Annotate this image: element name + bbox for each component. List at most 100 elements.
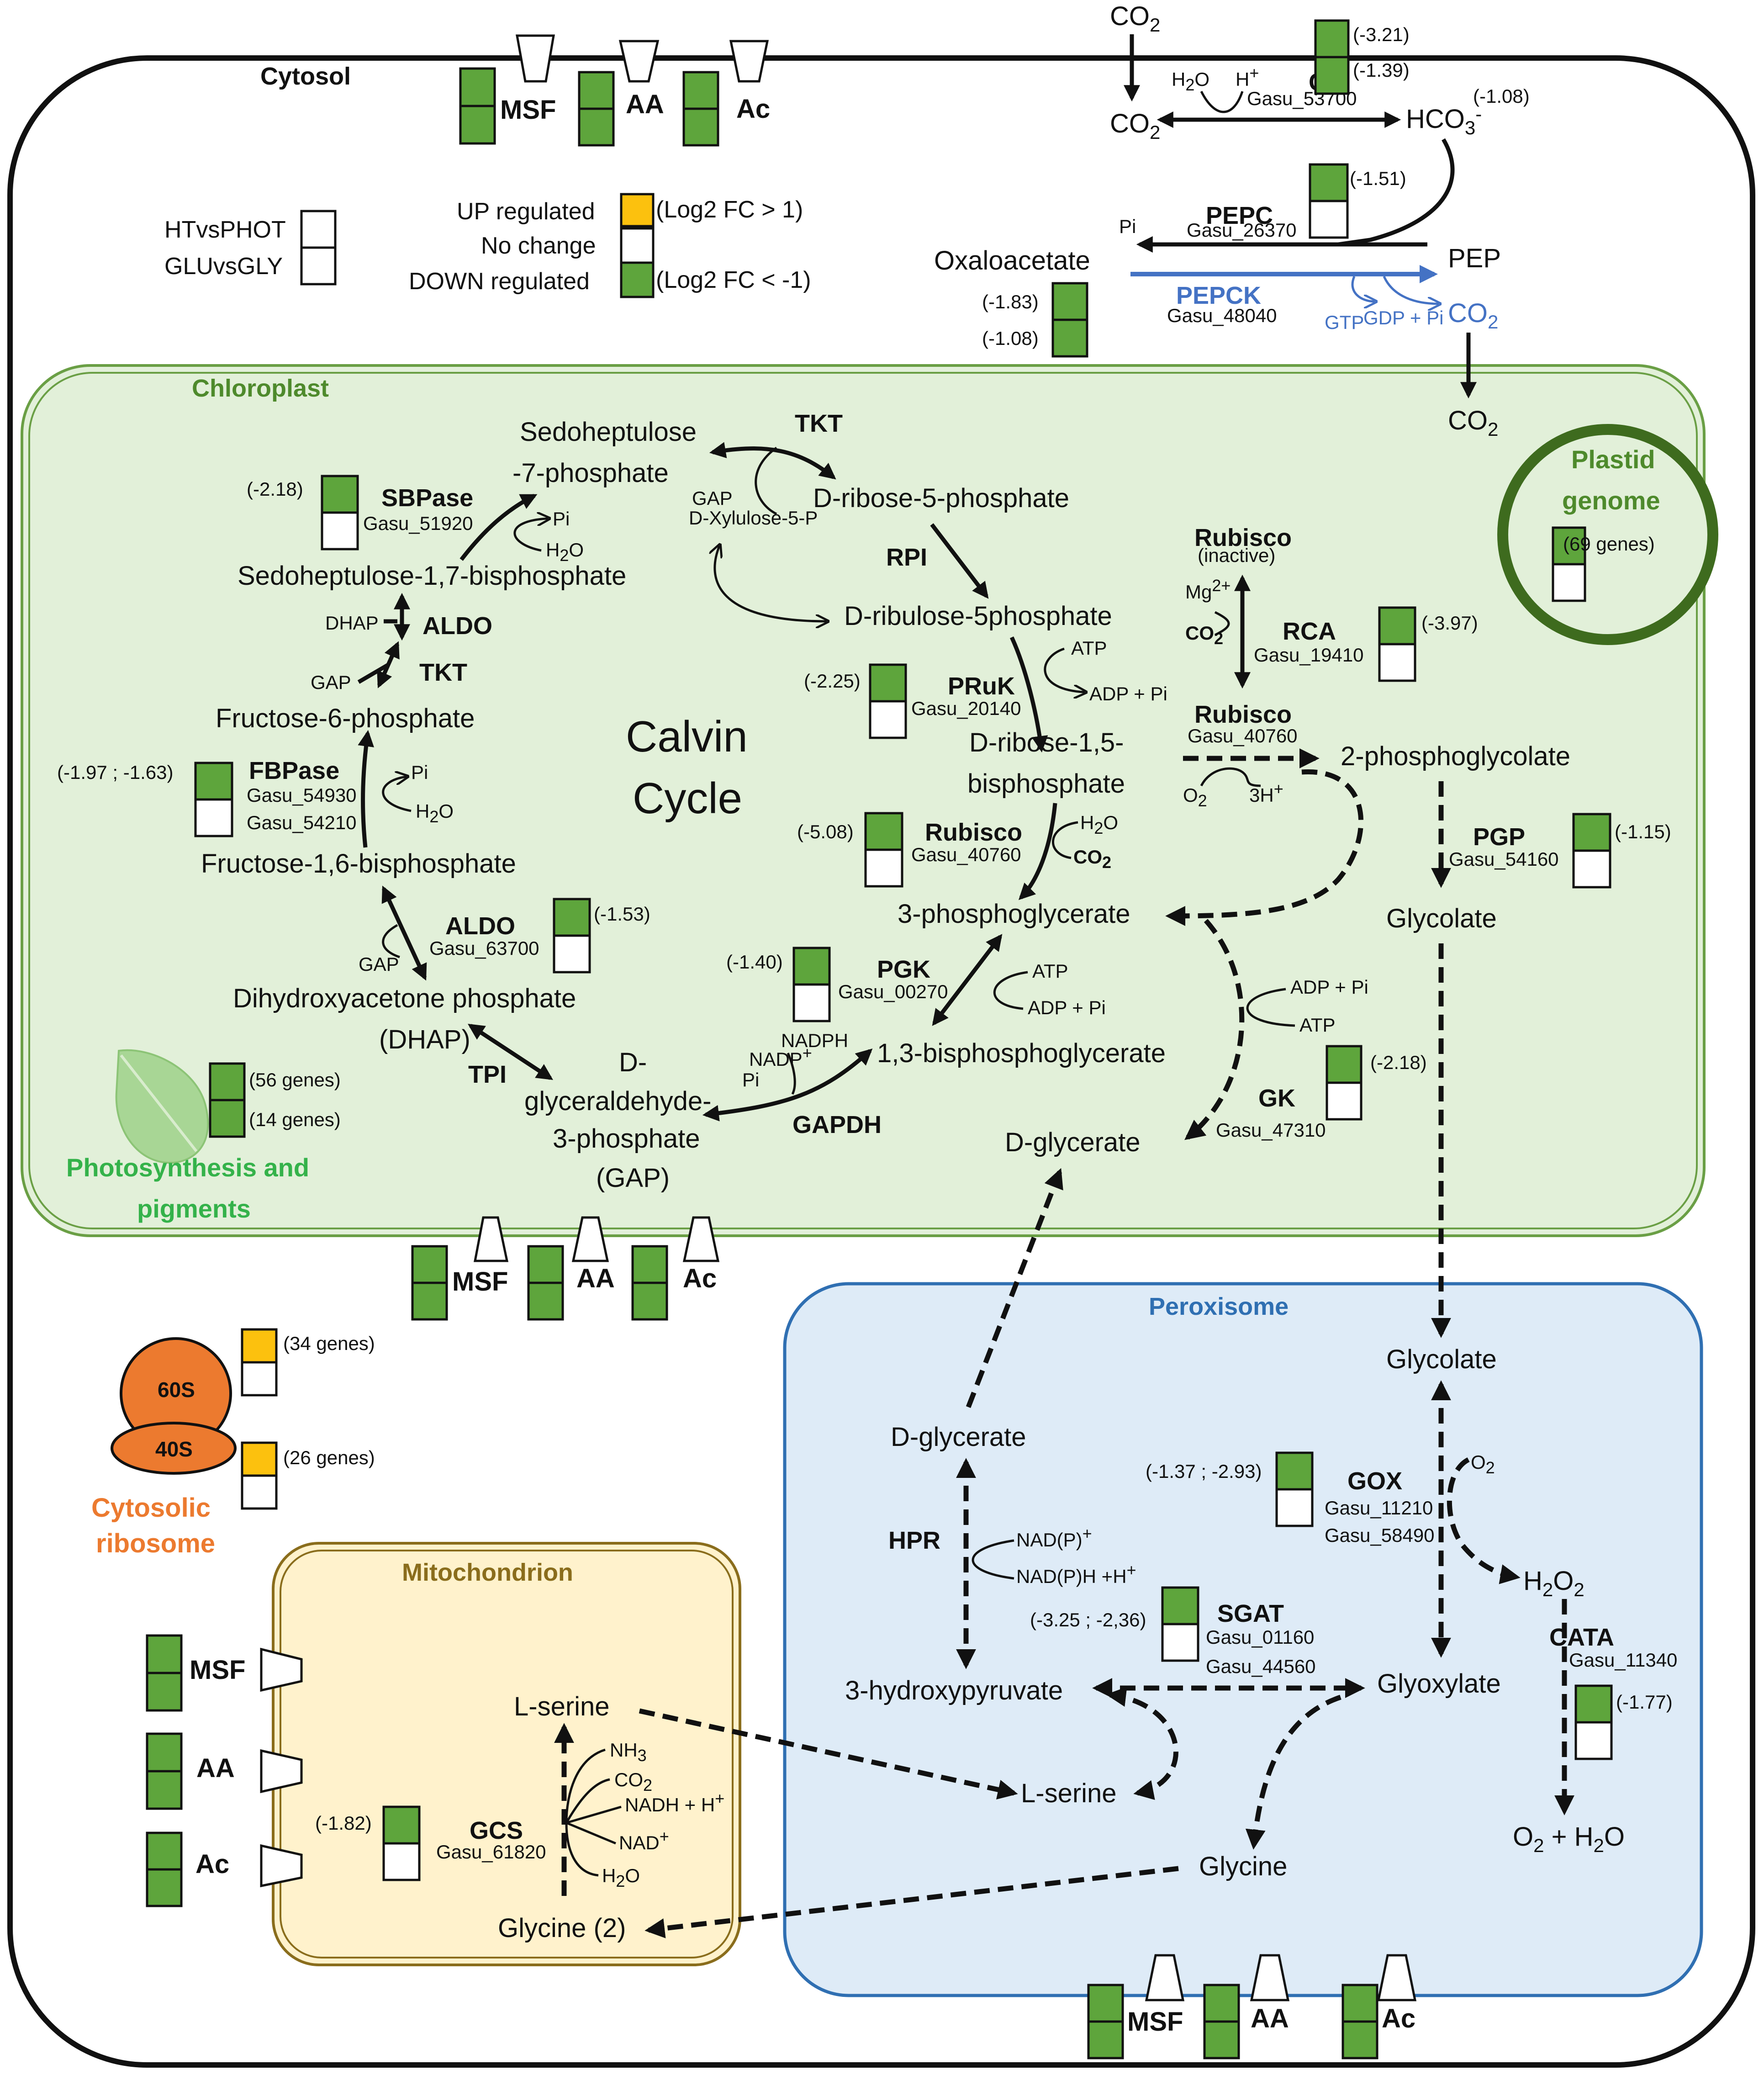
legend-comparison-2: GLUvsGLY [164, 253, 283, 280]
pepck-fc-1: (-1.83) [982, 291, 1039, 312]
glyoxylate: Glyoxylate [1377, 1669, 1501, 1699]
pglycolate: 2-phosphoglycolate [1341, 741, 1570, 771]
pgp-enzyme: PGP [1473, 823, 1525, 851]
rubisco-active: Rubisco [1194, 701, 1292, 728]
leaf-icon [115, 1049, 209, 1164]
tkt-top: TKT [795, 410, 843, 437]
pepck-fc-2: (-1.08) [982, 328, 1039, 349]
ribosome-60s: 60S [158, 1378, 195, 1402]
cata-gene: Gasu_11340 [1569, 1649, 1677, 1671]
h2o2: H2O2 [1523, 1566, 1584, 1600]
gcs-nh3: NH3 [610, 1739, 647, 1765]
transporter-aa-chloroplast: AA [576, 1264, 615, 1293]
chloroplast-label: Chloroplast [192, 375, 329, 402]
rubisco-co2: CO2 [1073, 846, 1111, 872]
pgk-atp: ATP [1032, 960, 1068, 982]
pepc-fc: (-1.51) [1350, 168, 1406, 189]
gk-atp: ATP [1299, 1014, 1336, 1036]
tkt-gap: GAP [692, 487, 733, 509]
cytosolic-ribosome: 60S 40S (34 genes) (26 genes) Cytosolic … [91, 1328, 375, 1558]
gox-o2: O2 [1471, 1451, 1495, 1477]
pepc-gene: Gasu_26370 [1187, 219, 1297, 241]
glycine2-mito: Glycine (2) [498, 1913, 626, 1943]
lserine-px: L-serine [1021, 1779, 1117, 1808]
pruk-enzyme: PRuK [948, 672, 1015, 700]
rubisco-active-gene: Gasu_40760 [1188, 725, 1298, 746]
ribosome-40s-genes: (26 genes) [283, 1447, 375, 1468]
pga: 3-phosphoglycerate [898, 899, 1130, 929]
gcs-gene: Gasu_61820 [436, 1841, 546, 1863]
rca-gene: Gasu_19410 [1254, 644, 1364, 666]
aldo-enzyme: ALDO [445, 912, 515, 940]
pepc-pi: Pi [1119, 216, 1136, 237]
gap-3: 3-phosphate [553, 1124, 700, 1154]
glycolate-px: Glycolate [1386, 1345, 1497, 1374]
tkt-xylulose: D-Xylulose-5-P [689, 507, 818, 529]
transporters-mitochondrion: MSF AA Ac [146, 1634, 303, 1907]
transporter-ac-top: Ac [736, 94, 770, 124]
gcs-h2o: H2O [602, 1865, 640, 1890]
legend: HTvsPHOT GLUvsGLY UP regulated (Log2 FC … [164, 193, 811, 298]
aldo-dhap: DHAP [325, 612, 379, 634]
pruk-atp: ATP [1071, 637, 1107, 659]
f6p: Fructose-6-phosphate [216, 704, 475, 733]
plastid-genes-up [1552, 526, 1586, 566]
co2-top: CO2 [1110, 1, 1160, 36]
glycine-px: Glycine [1199, 1852, 1287, 1881]
rubisco-3h: 3H+ [1249, 779, 1283, 806]
gk-adp: ADP + Pi [1290, 976, 1368, 998]
pgp-gene: Gasu_54160 [1449, 848, 1559, 870]
plastid-gene-count: (69 genes) [1563, 533, 1655, 555]
gap-2: glyceraldehyde- [524, 1086, 711, 1116]
pruk-adp: ADP + Pi [1089, 683, 1167, 704]
hco3: HCO3- [1406, 103, 1482, 138]
legend-up-swatch [620, 193, 655, 228]
legend-up-rule: (Log2 FC > 1) [656, 196, 803, 223]
ca-hplus: H+ [1236, 64, 1259, 90]
gap-4: (GAP) [596, 1163, 670, 1193]
ribosome-label-2: ribosome [96, 1529, 215, 1558]
dhap-1: Dihydroxyacetone phosphate [233, 984, 576, 1013]
calvin-cycle-title-2: Cycle [633, 774, 742, 823]
rubisco-h2o: H2O [1080, 812, 1118, 837]
carbon-concentrating: CO2 CO2 HCO3- (-1.08) H2O H+ CA Gasu_537… [934, 1, 1530, 440]
sbpase-enzyme: SBPase [381, 484, 473, 512]
ribosome-60s-genes: (34 genes) [283, 1333, 375, 1354]
chloroplast [21, 364, 1706, 1237]
gcs-enzyme: GCS [470, 1817, 523, 1844]
rubisco-enzyme: Rubisco [925, 819, 1022, 846]
sedo7p-1: Sedoheptulose [520, 417, 697, 447]
hpr-nadp: NAD(P)+ [1016, 1524, 1092, 1551]
gk-fc: (-2.18) [1370, 1052, 1427, 1073]
sgat-gene-1: Gasu_01160 [1206, 1626, 1314, 1648]
rca-fc: (-3.97) [1421, 612, 1478, 634]
transporters-chloroplast: MSF AA Ac [411, 1216, 720, 1321]
legend-nochange-swatch [620, 227, 655, 264]
rubp-1: D-ribose-1,5- [969, 728, 1124, 757]
co2-pepck: CO2 [1448, 298, 1498, 333]
aldo-gene: Gasu_63700 [429, 937, 539, 959]
sgat-gene-2: Gasu_44560 [1206, 1656, 1316, 1677]
rubisco-o2: O2 [1183, 784, 1207, 810]
lserine-mito: L-serine [514, 1692, 610, 1721]
photosynthesis-label-1: Photosynthesis and [66, 1153, 309, 1182]
gox-gene-2: Gasu_58490 [1325, 1524, 1435, 1546]
pepck-enzyme: PEPCK [1176, 282, 1261, 309]
bpg: 1,3-bisphosphoglycerate [877, 1038, 1166, 1068]
rubisco-fc: (-5.08) [797, 821, 854, 842]
fbpase-pi: Pi [411, 762, 428, 783]
peroxisome-pathway: Glycolate O2 GOX Gasu_11210 Gasu_58490 (… [845, 1168, 1677, 1881]
gcs-nadh: NADH + H+ [625, 1789, 724, 1816]
dglycerate-cp: D-glycerate [1005, 1127, 1141, 1157]
tkt-mid-gap: GAP [311, 672, 351, 693]
legend-up-label: UP regulated [457, 198, 595, 225]
peroxisome [783, 1282, 1703, 1997]
aldo-fc: (-1.53) [594, 903, 650, 925]
transporter-ac-mito: Ac [195, 1849, 229, 1879]
gapdh-nadph: NADPH [781, 1030, 848, 1051]
pruk-fc: (-2.25) [804, 670, 861, 692]
pruk-gene: Gasu_20140 [911, 698, 1021, 719]
rca-enzyme: RCA [1283, 618, 1336, 645]
oxaloacetate: Oxaloacetate [934, 246, 1090, 275]
